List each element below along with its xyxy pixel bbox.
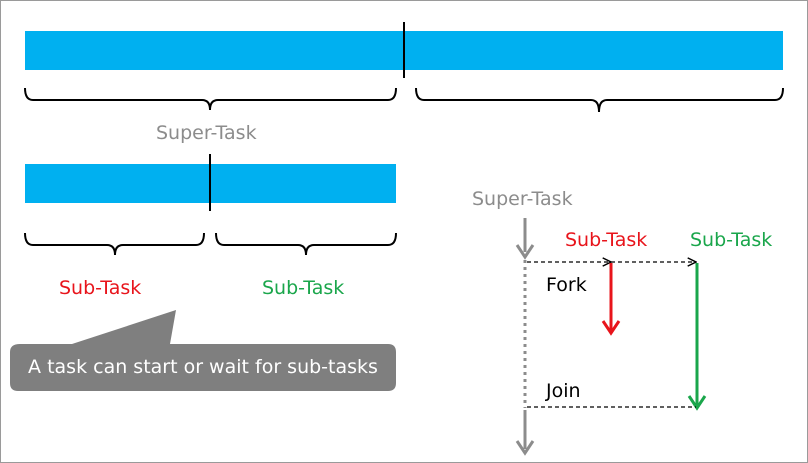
super-task-label-forkjoin: Super-Task	[472, 188, 573, 210]
callout-bubble	[10, 310, 396, 391]
brace-top-right	[415, 87, 784, 113]
subtask-red-arrow-head	[601, 320, 621, 336]
subtask-right-label: Sub-Task	[262, 277, 345, 299]
brace-mid-right	[215, 232, 397, 256]
super-task-label-top: Super-Task	[156, 122, 257, 144]
brace-mid-left	[24, 232, 205, 256]
fork-label: Fork	[546, 274, 587, 296]
callout-text: A task can start or wait for sub-tasks	[28, 356, 378, 378]
brace-top-left	[24, 87, 397, 111]
subtask-green-label: Sub-Task	[690, 229, 773, 251]
super-task-arrow-bottom-head	[515, 440, 535, 456]
subtask-red-label: Sub-Task	[565, 229, 648, 251]
subtask-left-label: Sub-Task	[59, 277, 142, 299]
super-task-arrow-top-head	[515, 244, 535, 260]
subtask-green-arrow-head	[687, 395, 707, 411]
join-label: Join	[546, 380, 581, 402]
